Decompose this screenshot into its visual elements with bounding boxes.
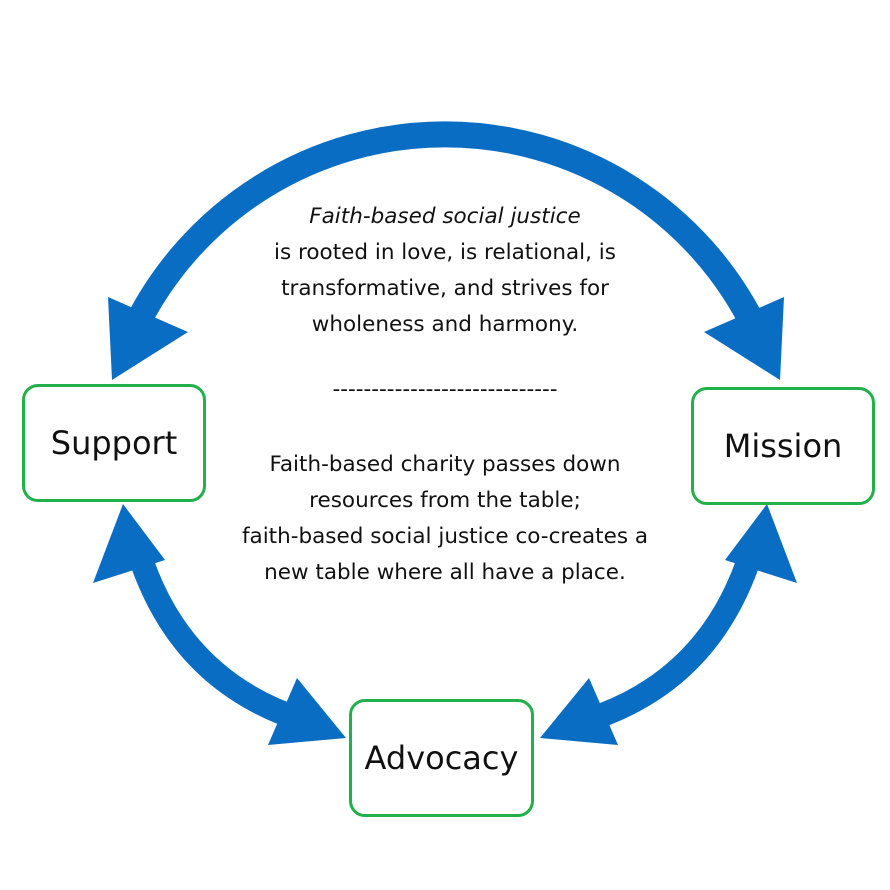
support-node: Support xyxy=(22,384,206,502)
arrowhead-up-to-support xyxy=(93,504,165,583)
arrowhead-up-to-mission xyxy=(725,504,797,583)
charity-line: faith-based social justice co-creates a xyxy=(241,524,649,549)
charity-description: Faith-based charity passes down resource… xyxy=(180,447,710,591)
mission-node: Mission xyxy=(691,387,875,505)
support-label: Support xyxy=(50,424,178,462)
arc-mission-advocacy xyxy=(584,546,764,732)
mission-label: Mission xyxy=(723,427,843,465)
advocacy-node: Advocacy xyxy=(349,699,534,817)
text-divider: ----------------------------- xyxy=(332,377,558,402)
charity-line: new table where all have a place. xyxy=(264,560,626,585)
charity-line: resources from the table; xyxy=(309,488,581,513)
justice-line: transformative, and strives for xyxy=(281,276,609,301)
arc-support-mission xyxy=(122,121,768,336)
arc-support-advocacy xyxy=(126,546,306,732)
justice-line: is rooted in love, is relational, is xyxy=(274,240,616,265)
justice-line: wholeness and harmony. xyxy=(311,312,579,337)
arrowhead-to-mission xyxy=(704,297,784,380)
justice-description: Faith-based social justice is rooted in … xyxy=(180,199,710,343)
advocacy-label: Advocacy xyxy=(364,739,519,777)
charity-line: Faith-based charity passes down xyxy=(269,452,621,477)
arrowhead-to-advocacy-right xyxy=(540,678,618,745)
justice-title: Faith-based social justice xyxy=(309,204,581,229)
arrowhead-to-support xyxy=(108,297,188,380)
arrowhead-to-advocacy xyxy=(268,678,346,745)
